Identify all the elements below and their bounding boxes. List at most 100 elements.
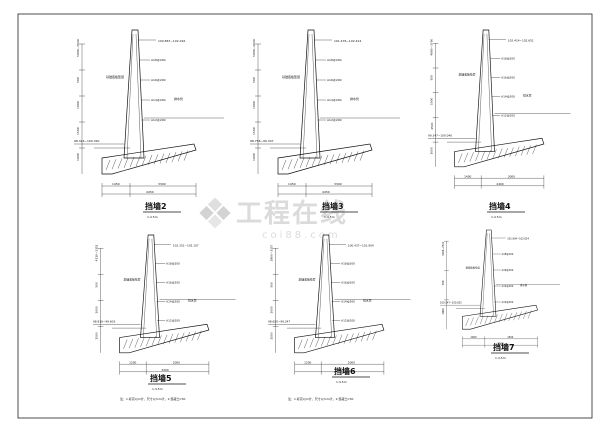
- drain-tag: 排水管: [188, 299, 197, 303]
- stem-rebar: [318, 238, 325, 338]
- rebar-callout: A12@200: [327, 118, 342, 122]
- watermark-brand: 工程在线: [236, 199, 348, 229]
- rebar-callout: A16@200: [151, 78, 166, 82]
- footing-hatch: [463, 152, 469, 163]
- dim-vertical-label: 1500: [252, 127, 256, 135]
- footing-hatch: [287, 159, 293, 170]
- wall-footing: [277, 143, 373, 175]
- wall-caption: 挡墙6: [334, 366, 356, 376]
- footing-hatch: [135, 156, 141, 167]
- footing-hatch: [509, 147, 514, 157]
- wall-caption: 挡墙2: [145, 201, 167, 211]
- footing-hatch: [513, 312, 517, 321]
- footing-hatch: [484, 315, 489, 324]
- rebar-callout: A14@200: [341, 299, 355, 303]
- dim-vertical-label: 1000: [76, 153, 80, 161]
- footing-hatch: [475, 151, 480, 162]
- footing-hatch: [479, 316, 484, 325]
- dim-heel-label: 2000: [173, 360, 180, 364]
- top-level-label: 100.867~102.016: [158, 39, 185, 43]
- dim-heel-label: 2000: [348, 360, 355, 364]
- footing-hatch: [532, 144, 537, 155]
- footing-hatch: [197, 330, 202, 341]
- footing-hatch: [163, 334, 168, 345]
- dim-heel-label: 3300: [334, 182, 342, 186]
- footing-hatch: [470, 317, 474, 326]
- footing-hatch: [151, 336, 156, 346]
- wall-subcaption: 1:4.5m: [147, 215, 158, 219]
- retaining-wall-sections: 100.867~102.01698.324~100.320A18@200A16@…: [74, 29, 571, 391]
- dim-vertical-label: 500: [442, 280, 445, 285]
- footing-hatch: [153, 154, 159, 165]
- footing-hatch: [123, 339, 128, 350]
- rebar-callout: A18@200: [502, 253, 514, 256]
- footing-hatch: [191, 331, 196, 341]
- dim-vertical-label: 5000~4640: [252, 39, 256, 57]
- stem-rebar: [482, 233, 488, 317]
- heel-level-label: 98.324~100.320: [74, 139, 100, 143]
- dim-vertical-label: 1500: [76, 127, 80, 135]
- dim-vertical-label: 1500: [430, 122, 434, 129]
- footing-hatch: [355, 332, 360, 343]
- rebar-callout: A18@200: [327, 58, 342, 62]
- footing-hatch: [140, 337, 145, 348]
- footing-hatch: [527, 310, 532, 319]
- pile-note: 基础底板垫层: [123, 278, 140, 282]
- rebar-callout: A14@200: [327, 98, 342, 102]
- footing-hatch: [321, 336, 326, 347]
- drain-tag: 排水管: [520, 283, 528, 287]
- stem-rebar: [151, 238, 157, 338]
- drain-tag: 排水管: [363, 299, 372, 303]
- footing-hatch: [508, 312, 513, 321]
- footing-hatch: [469, 152, 474, 162]
- heel-level-label: 98.756~99.347: [250, 139, 274, 143]
- footing-hatch: [343, 333, 348, 344]
- footing-hatch: [338, 334, 343, 345]
- dim-total-label: 3200: [336, 368, 343, 372]
- footing-hatch: [335, 153, 341, 164]
- wall-caption: 挡墙7: [493, 342, 515, 352]
- wall-section-7: 101.904~102.654100.547~100.832A18@200A16…: [439, 229, 561, 348]
- dim-vertical-label: 500: [95, 282, 99, 288]
- footing-hatch: [309, 338, 314, 348]
- wall-section-4: 102.414~102.65199.347~100.040A18@200A16@…: [427, 29, 571, 189]
- footing-hatch: [157, 335, 162, 345]
- footing-hatch: [168, 333, 173, 344]
- dim-vertical-label: 1500: [270, 332, 274, 339]
- footing-hatch: [105, 159, 111, 171]
- dim-vertical-label: 3800~3157: [270, 244, 274, 261]
- footing-hatch: [183, 150, 189, 161]
- top-level-label: 100.437~101.904: [348, 243, 374, 247]
- footing-hatch: [129, 157, 135, 168]
- footing-hatch: [360, 331, 366, 342]
- watermark-logo-icon: [199, 197, 231, 229]
- dim-toe-label: 1000: [470, 336, 477, 339]
- rebar-callout: A18@200: [341, 261, 355, 265]
- dim-vertical-label: 4890~3760: [430, 39, 434, 56]
- footing-hatch: [165, 152, 171, 163]
- pile-note: 基础底板垫层: [106, 74, 124, 79]
- footing-hatch: [372, 330, 377, 341]
- footing-hatch: [111, 159, 117, 170]
- dim-toe-label: 1450: [288, 182, 296, 186]
- footing-hatch: [141, 155, 147, 166]
- footing-hatch: [298, 339, 303, 350]
- sheet-border: [17, 13, 593, 419]
- dim-vertical-label: 500: [270, 282, 274, 288]
- note-wall-5: 注：1.标高以m计，尺寸以mm计，2.混凝土C30: [120, 396, 185, 401]
- stem-rebar: [478, 33, 485, 152]
- wall-section-6: 100.437~101.90498.650~99.247A18@200A16@2…: [267, 234, 411, 375]
- footing-hatch: [498, 148, 503, 159]
- dim-vertical-label: 1500: [95, 332, 99, 339]
- heel-level-label: 98.816~99.603: [93, 319, 115, 323]
- top-level-label: 101.476~102.414: [334, 39, 361, 43]
- wall-section-2: 100.867~102.01698.324~100.320A18@200A16@…: [74, 29, 224, 197]
- footing-hatch: [311, 156, 317, 167]
- dim-total-label: 4450: [322, 190, 330, 194]
- wall-caption: 挡墙3: [322, 201, 344, 211]
- footing-hatch: [174, 333, 179, 343]
- footing-hatch: [518, 311, 522, 320]
- wall-section-3: 101.476~102.41498.756~99.347A18@200A16@2…: [250, 29, 400, 197]
